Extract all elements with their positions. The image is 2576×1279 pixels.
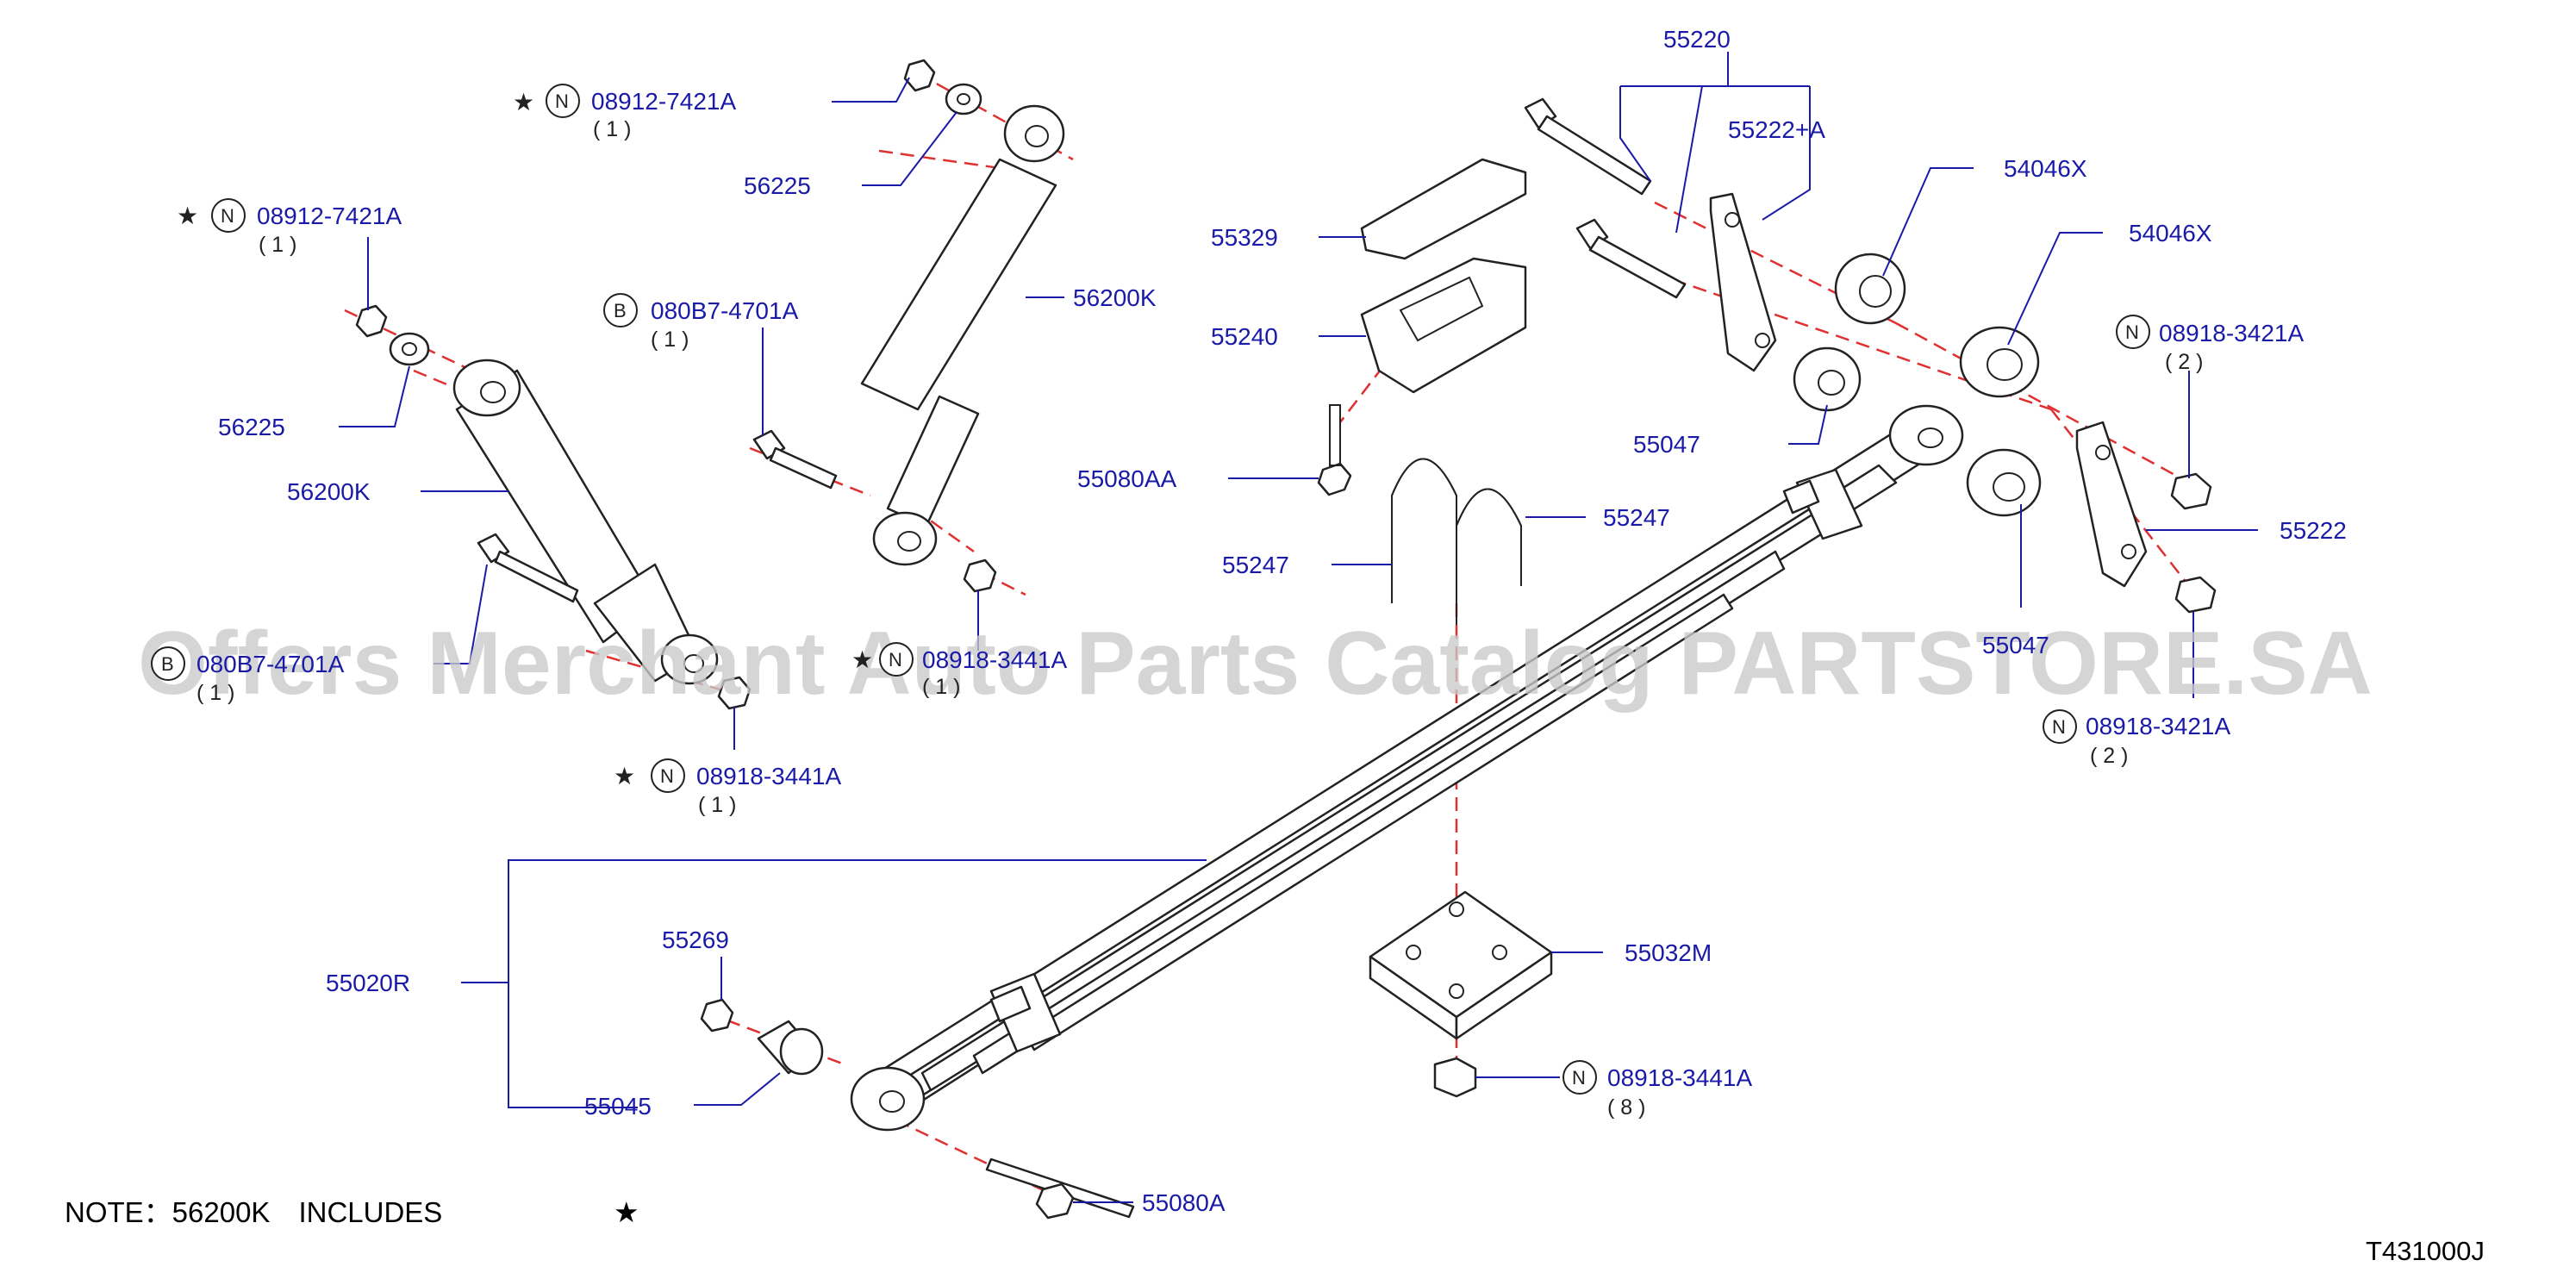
label-55047-1[interactable]: 55047 — [1633, 431, 1700, 458]
label-55047-2[interactable]: 55047 — [1982, 632, 2049, 658]
n-symbol: N — [221, 205, 234, 227]
callout-080b7-4701a-2[interactable]: B 080B7-4701A ( 1 ) — [603, 293, 799, 352]
label-55045[interactable]: 55045 — [584, 1093, 652, 1120]
label-55080a[interactable]: 55080A — [1142, 1189, 1226, 1216]
callout-080b7-4701a-1[interactable]: B 080B7-4701A ( 1 ) — [151, 646, 345, 705]
qty-08912-7421a-1: ( 1 ) — [259, 233, 296, 257]
label-55080aa[interactable]: 55080AA — [1077, 465, 1177, 492]
callout-08912-7421a-2[interactable]: ★ N 08912-7421A ( 1 ) — [513, 84, 736, 141]
n-symbol: N — [889, 649, 902, 671]
b-symbol: B — [161, 653, 174, 675]
note-text: NOTE：56200K INCLUDES — [65, 1196, 442, 1228]
star-symbol: ★ — [614, 763, 635, 789]
qty-080b7-4701a-1: ( 1 ) — [196, 681, 234, 705]
label-080b7-4701a-2: 080B7-4701A — [651, 297, 799, 324]
label-080b7-4701a-1: 080B7-4701A — [196, 651, 345, 677]
label-54046x-1[interactable]: 54046X — [2004, 155, 2087, 182]
watermark: Offers Merchant Auto Parts Catalog PARTS… — [138, 614, 2373, 714]
diagram-code: T431000J — [2366, 1236, 2485, 1266]
label-56225-2[interactable]: 56225 — [744, 172, 811, 199]
label-55247-1[interactable]: 55247 — [1603, 504, 1670, 531]
label-55032m[interactable]: 55032M — [1625, 939, 1712, 966]
qty-08918-3421a-2: ( 2 ) — [2090, 744, 2128, 768]
leader-lines — [339, 52, 2258, 1203]
label-55220[interactable]: 55220 — [1663, 26, 1731, 53]
star-symbol: ★ — [177, 203, 198, 229]
plate-55032m — [1369, 890, 1553, 1098]
label-08918-3441a-3: 08918-3441A — [1607, 1064, 1752, 1091]
qty-08912-7421a-2: ( 1 ) — [593, 117, 631, 141]
star-symbol: ★ — [851, 646, 873, 673]
label-55222[interactable]: 55222 — [2280, 517, 2347, 544]
callout-08918-3421a-1[interactable]: N 08918-3421A ( 2 ) — [2116, 315, 2304, 374]
shock-absorber-1 — [355, 304, 752, 710]
shackle-parts — [1524, 97, 2217, 614]
label-55240[interactable]: 55240 — [1211, 323, 1278, 350]
n-symbol: N — [2052, 716, 2066, 738]
label-56200k-1[interactable]: 56200K — [287, 478, 371, 505]
qty-08918-3441a-2: ( 1 ) — [922, 675, 960, 699]
label-08918-3421a-2: 08918-3421A — [2086, 713, 2230, 739]
callout-08912-7421a-1[interactable]: ★ N 08912-7421A ( 1 ) — [177, 198, 402, 257]
note-star: ★ — [614, 1196, 639, 1228]
n-symbol: N — [555, 90, 569, 112]
label-56225-1[interactable]: 56225 — [218, 414, 285, 440]
leaf-spring-55020r — [850, 404, 1964, 1132]
label-08912-7421a-2: 08912-7421A — [591, 88, 736, 115]
star-symbol: ★ — [513, 89, 534, 115]
n-symbol: N — [660, 765, 674, 787]
label-55269[interactable]: 55269 — [662, 926, 729, 953]
label-55020r[interactable]: 55020R — [326, 970, 410, 996]
label-08918-3441a-2: 08918-3441A — [922, 646, 1067, 673]
callout-08918-3441a-3[interactable]: N 08918-3441A ( 8 ) — [1562, 1060, 1752, 1120]
shock-absorber-2 — [752, 59, 1065, 593]
callout-08918-3421a-2[interactable]: N 08918-3421A ( 2 ) — [2043, 709, 2230, 768]
bracket-parts — [1317, 158, 1527, 496]
n-symbol: N — [2125, 321, 2139, 343]
qty-080b7-4701a-2: ( 1 ) — [651, 328, 689, 352]
label-08918-3421a-1: 08918-3421A — [2159, 320, 2304, 346]
label-55222a[interactable]: 55222+A — [1728, 116, 1825, 143]
callout-08918-3441a-2[interactable]: ★ N 08918-3441A ( 1 ) — [851, 642, 1067, 699]
b-symbol: B — [614, 300, 627, 321]
label-08912-7421a-1: 08912-7421A — [257, 203, 402, 229]
u-bolts-55247 — [1391, 458, 1522, 625]
qty-08918-3441a-1: ( 1 ) — [698, 793, 736, 817]
label-56200k-2[interactable]: 56200K — [1073, 284, 1157, 311]
qty-08918-3421a-1: ( 2 ) — [2165, 350, 2203, 374]
label-54046x-2[interactable]: 54046X — [2129, 220, 2212, 246]
label-55247-2[interactable]: 55247 — [1222, 552, 1289, 578]
part-labels: 55220 55222+A 54046X 54046X N 08918-3421… — [151, 26, 2347, 1216]
callout-08918-3441a-1[interactable]: ★ N 08918-3441A ( 1 ) — [614, 758, 841, 817]
qty-08918-3441a-3: ( 8 ) — [1607, 1095, 1645, 1120]
label-08918-3441a-1: 08918-3441A — [696, 763, 841, 789]
label-55329[interactable]: 55329 — [1211, 224, 1278, 251]
n-symbol: N — [1572, 1067, 1586, 1089]
